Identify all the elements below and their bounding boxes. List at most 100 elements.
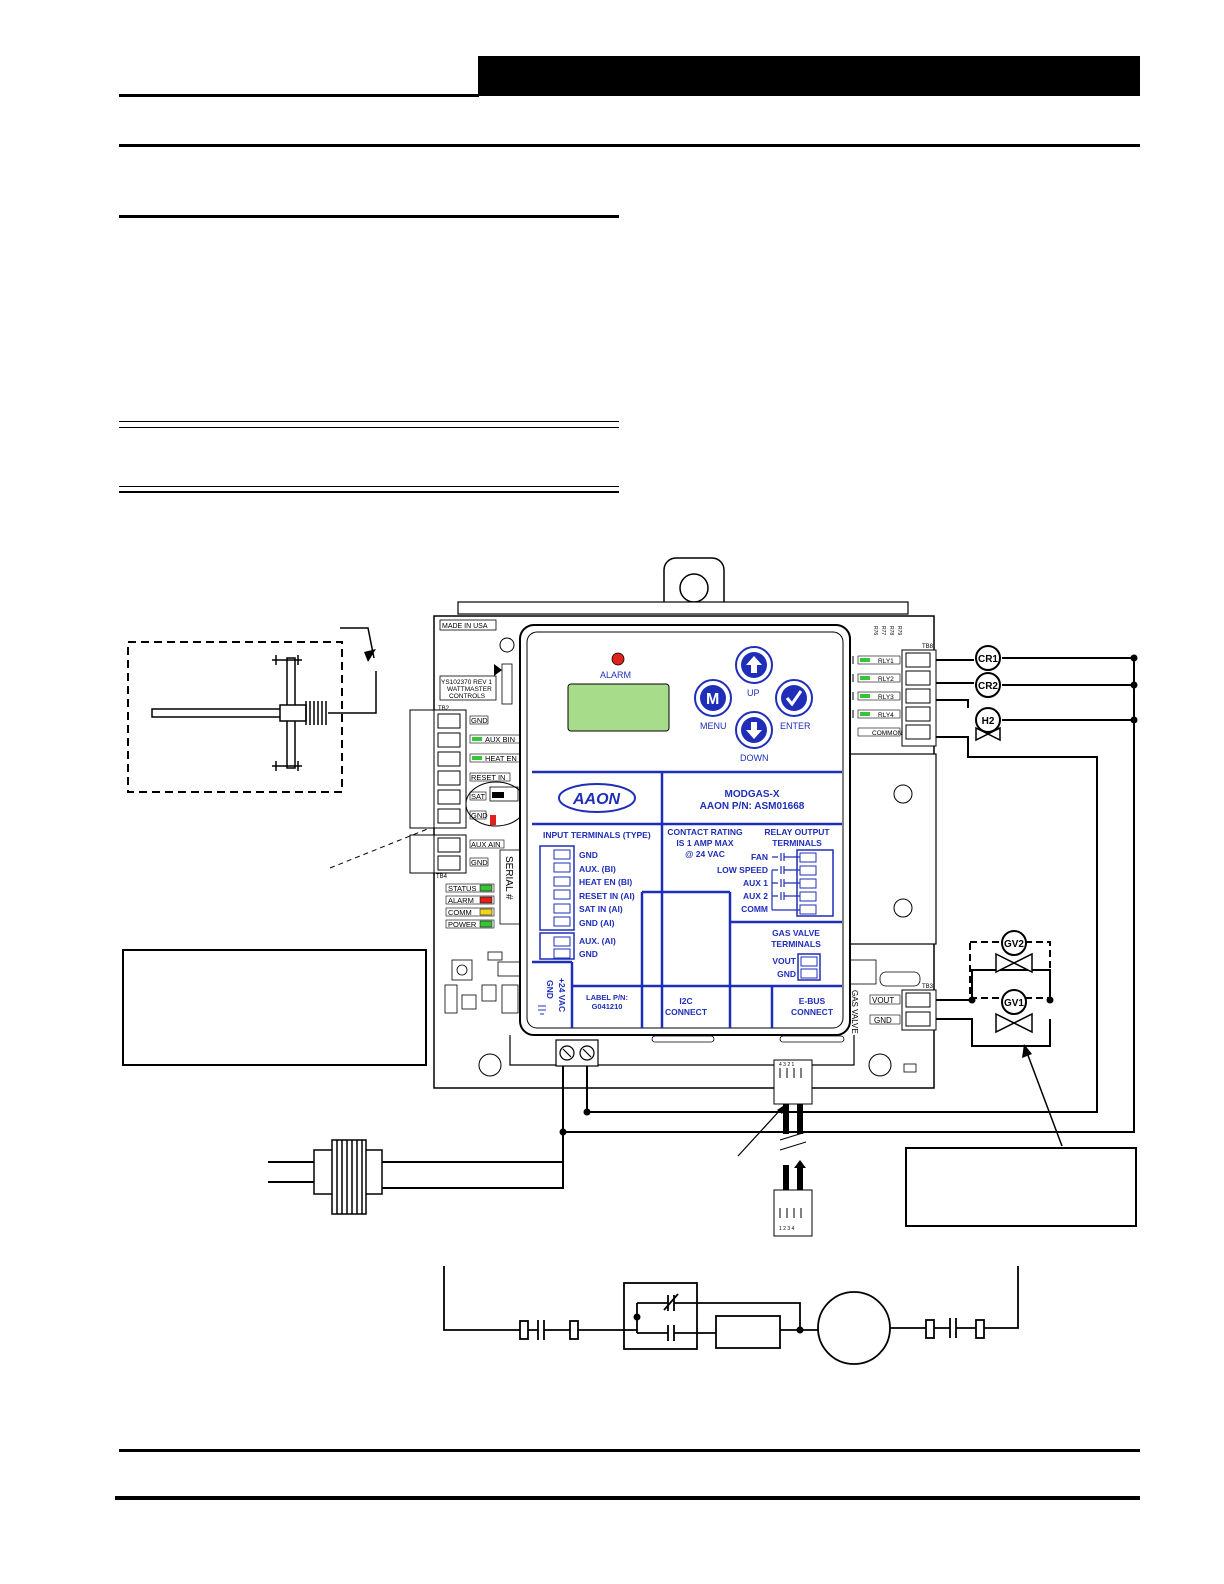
section-rule-3a [119, 486, 619, 487]
relay-fan: FAN [751, 852, 768, 862]
menu-glyph: M [706, 691, 719, 708]
relay-low-speed: LOW SPEED [717, 865, 768, 875]
board-term-2: AUX BIN [485, 735, 515, 744]
section-rule-3b [119, 491, 619, 493]
callout-box-right [905, 1147, 1137, 1227]
contact-rating-2: IS 1 AMP MAX [676, 838, 733, 848]
i2c-label-2: CONNECT [665, 1007, 708, 1017]
footer-rule-2 [115, 1496, 1140, 1500]
label-pn-1: LABEL P/N: [586, 993, 628, 1002]
footer-rule-1 [119, 1449, 1140, 1452]
enter-button[interactable] [775, 679, 813, 717]
relay-terminal-block [901, 649, 937, 747]
vac-power-label: +24 VAC [557, 978, 567, 1012]
led-comm-label: COMM [448, 908, 472, 917]
board-term-4: RESET IN [471, 773, 505, 782]
gv1-valve [1001, 989, 1027, 1015]
led-alarm-label: ALARM [448, 896, 474, 905]
header-rule-second [119, 144, 1140, 147]
aaon-logo-text: AAON [572, 791, 621, 808]
board-brand-1: WATTMASTER [447, 686, 492, 693]
section-rule-2b [119, 427, 619, 428]
tb8-label: TB8 [922, 644, 934, 650]
h2-coil [975, 707, 1001, 733]
tb3-label: TB3 [922, 984, 934, 990]
mounting-tab [663, 557, 725, 611]
svg-text:R77: R77 [880, 626, 886, 635]
contact-rating-3: @ 24 VAC [685, 849, 725, 859]
menu-label: MENU [700, 721, 727, 731]
made-in-usa: MADE IN USA [442, 623, 488, 630]
serial-label: SERIAL # [503, 856, 514, 900]
board-gas-gnd: GND [874, 1016, 892, 1025]
up-arrow-icon [746, 656, 762, 673]
gnd-power-label: GND [545, 980, 555, 999]
gv2-label: GV2 [1004, 939, 1024, 950]
cr2-label: CR2 [978, 681, 998, 692]
header-rule-left [119, 94, 479, 97]
svg-text:R79: R79 [896, 626, 902, 635]
up-button[interactable] [735, 646, 773, 684]
sensor-callout-dashed [329, 811, 471, 869]
cr1-label: CR1 [978, 654, 998, 665]
board-term-3: HEAT EN [485, 754, 517, 763]
relay-header-2: TERMINALS [772, 838, 822, 848]
up-label: UP [747, 688, 760, 698]
cr2-coil [975, 672, 1001, 698]
input-term-3: HEAT EN (BI) [579, 877, 632, 887]
alarm-label: ALARM [600, 670, 631, 680]
gv2-valve [1001, 930, 1027, 956]
gas-vout: VOUT [772, 956, 796, 966]
board-term-1: GND [471, 716, 488, 725]
h2-label: H2 [982, 716, 995, 727]
power-terminal [555, 1039, 599, 1067]
board-aux-ain: AUX AIN [471, 840, 501, 849]
board-aux-gnd: GND [471, 858, 488, 867]
led-power-label: POWER [448, 920, 477, 929]
aux-input-1: AUX. (AI) [579, 936, 616, 946]
checkmark-icon [785, 690, 803, 707]
relay-header-1: RELAY OUTPUT [764, 827, 830, 837]
power-bushing [313, 1139, 383, 1215]
tb2-label: TB2 [438, 706, 450, 712]
relay-term-5: COMMON [872, 730, 903, 737]
aaon-logo [558, 783, 636, 813]
aux-ain-terminal-block [409, 834, 467, 874]
input-term-1: GND [579, 850, 598, 860]
relay-term-3: RLY3 [878, 694, 894, 701]
cr1-coil [975, 645, 1001, 671]
gas-valve-header-1: GAS VALVE [772, 928, 820, 938]
relay-comm: COMM [741, 904, 768, 914]
sensor-leader-arrow [340, 627, 375, 659]
gv1-label: GV1 [1004, 998, 1024, 1009]
input-term-2: AUX. (BI) [579, 864, 616, 874]
svg-text:R76: R76 [872, 626, 878, 635]
board-rev: YS102370 REV 1 [441, 679, 492, 686]
menu-button[interactable]: M [694, 679, 732, 717]
relay-aux-2: AUX 2 [743, 891, 768, 901]
down-arrow-icon [746, 722, 762, 739]
contact-rating-1: CONTACT RATING [667, 827, 743, 837]
input-term-4: RESET IN (AI) [579, 891, 635, 901]
relay-aux-1: AUX 1 [743, 878, 768, 888]
led-status-label: STATUS [448, 884, 476, 893]
input-terminals-header: INPUT TERMINALS (TYPE) [543, 830, 651, 840]
aux-input-2: GND [579, 949, 598, 959]
duct-sensor-drawing [151, 655, 377, 771]
board-gas-vout: VOUT [872, 996, 894, 1005]
callout-box-left [122, 949, 427, 1066]
alarm-led [611, 652, 625, 666]
ebus-connector [773, 1059, 813, 1237]
model-name: MODGAS-X [725, 789, 780, 800]
tb4-label: TB4 [436, 874, 448, 880]
down-button[interactable] [735, 711, 773, 749]
down-label: DOWN [740, 753, 769, 763]
part-number: AAON P/N: ASM01668 [700, 801, 805, 812]
left-terminal-block [433, 709, 467, 829]
enter-label: ENTER [780, 721, 811, 731]
svg-text:R78: R78 [888, 626, 894, 635]
i2c-label-1: I2C [679, 996, 692, 1006]
board-term-6: GND [471, 811, 488, 820]
relay-term-2: RLY2 [878, 676, 894, 683]
